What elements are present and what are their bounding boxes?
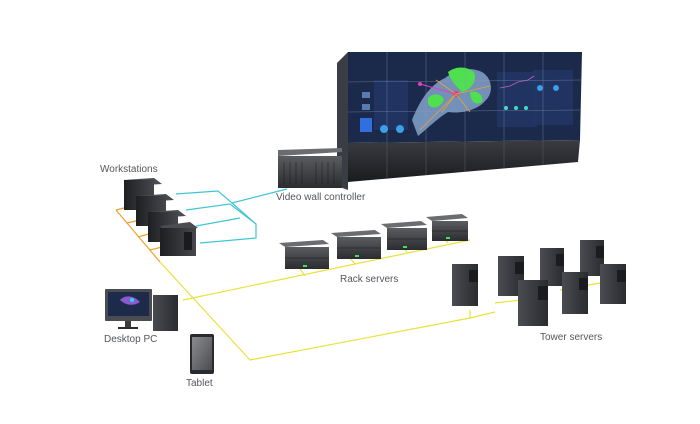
label-rack-servers: Rack servers <box>340 274 399 285</box>
desktop-pc[interactable] <box>105 289 178 331</box>
video-wall-side <box>337 52 348 190</box>
tower-servers <box>452 240 626 326</box>
rack-server[interactable] <box>381 221 427 250</box>
workstations <box>124 178 198 256</box>
label-tower-servers: Tower servers <box>540 332 603 343</box>
left-widgets <box>360 80 408 133</box>
pc-tower <box>153 295 178 331</box>
label-tablet: Tablet <box>186 378 213 389</box>
label-workstations: Workstations <box>100 164 158 175</box>
controller-chassis[interactable] <box>278 148 342 188</box>
cyan-links <box>175 188 288 244</box>
rack-server[interactable] <box>279 240 329 269</box>
tower-server[interactable] <box>600 264 626 304</box>
label-desktop-pc: Desktop PC <box>104 334 158 345</box>
link-tower-mid <box>494 299 521 304</box>
rack-server[interactable] <box>426 214 468 241</box>
link-tablet-towers <box>159 261 496 361</box>
link-ws1-controller <box>175 188 288 204</box>
tower-server[interactable] <box>540 248 564 286</box>
link-ws4-bus <box>199 202 257 244</box>
active-tile <box>360 118 372 132</box>
tower-server[interactable] <box>518 280 548 326</box>
label-controller: Video wall controller <box>276 192 366 203</box>
link-orange-rail <box>115 209 161 263</box>
link-ws2-bus <box>185 203 257 225</box>
video-wall-base <box>348 140 580 182</box>
right-widgets <box>497 70 573 127</box>
tablet[interactable] <box>190 334 214 374</box>
tower-server[interactable] <box>452 264 478 306</box>
rack-server[interactable] <box>331 230 381 259</box>
video-wall <box>337 52 582 190</box>
link-ws3-bus <box>195 217 241 227</box>
rack-servers <box>279 214 468 269</box>
panel-grid <box>347 52 582 143</box>
link-rack1-drop <box>299 268 306 277</box>
workstation[interactable] <box>160 222 198 256</box>
tower-server[interactable] <box>562 272 588 314</box>
